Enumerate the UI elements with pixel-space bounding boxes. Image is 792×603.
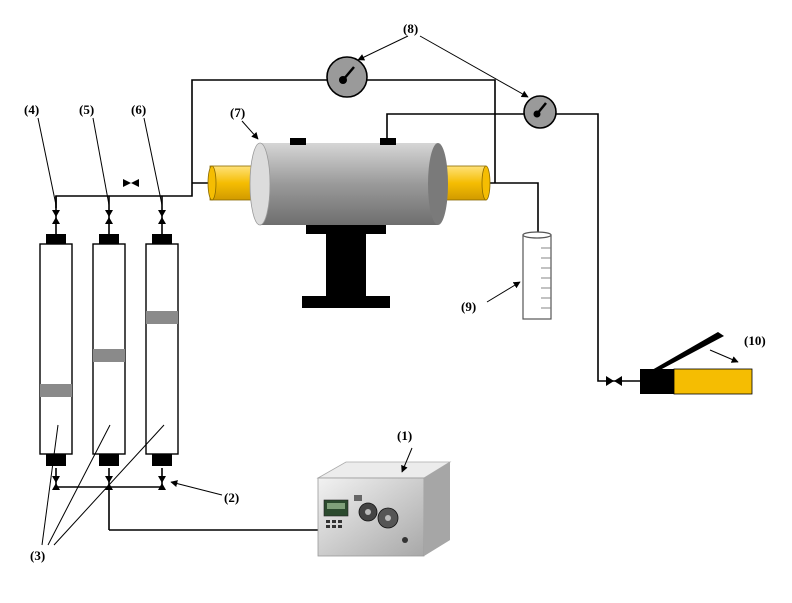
cylinder-header <box>55 183 193 208</box>
hplc-pump-icon <box>316 461 452 557</box>
gauge-outlet-line <box>366 79 496 183</box>
core-holder <box>207 138 491 308</box>
valve-icon <box>52 476 60 490</box>
label-hand-pump: (10) <box>744 333 766 348</box>
valve-icon <box>158 476 166 490</box>
valve-icon <box>52 210 60 224</box>
holder-body <box>260 143 438 225</box>
valve-icon <box>105 210 113 224</box>
cylinder-6 <box>145 234 179 466</box>
leader-lines <box>37 35 739 546</box>
label-valve: (2) <box>224 490 239 505</box>
valve-icon <box>606 376 622 386</box>
label-pump: (1) <box>397 428 412 443</box>
confining-line-b <box>556 113 640 382</box>
label-cyl6: (6) <box>131 102 146 117</box>
label-cyl5: (5) <box>79 102 94 117</box>
confining-line-a <box>386 113 524 143</box>
pressure-gauge-icon <box>326 56 368 98</box>
stand-base <box>302 296 390 308</box>
port-left <box>290 138 306 145</box>
port-right <box>380 138 396 145</box>
cylinder-5 <box>92 234 126 466</box>
valve-icon <box>123 179 139 187</box>
pressure-gauge-icon <box>523 95 557 129</box>
inlet-gauge-line <box>191 79 328 183</box>
label-gauges: (8) <box>403 21 418 36</box>
label-cyl4: (4) <box>24 102 39 117</box>
label-core-holder: (7) <box>230 105 245 120</box>
cylinder-4 <box>39 234 73 466</box>
graduated-cylinder-icon <box>522 231 552 320</box>
label-cylinders: (3) <box>30 548 45 563</box>
hand-pump-icon <box>640 332 753 395</box>
label-graduated-cylinder: (9) <box>461 299 476 314</box>
stand-column <box>326 234 366 298</box>
outlet-line <box>487 182 539 232</box>
valve-icon <box>158 210 166 224</box>
